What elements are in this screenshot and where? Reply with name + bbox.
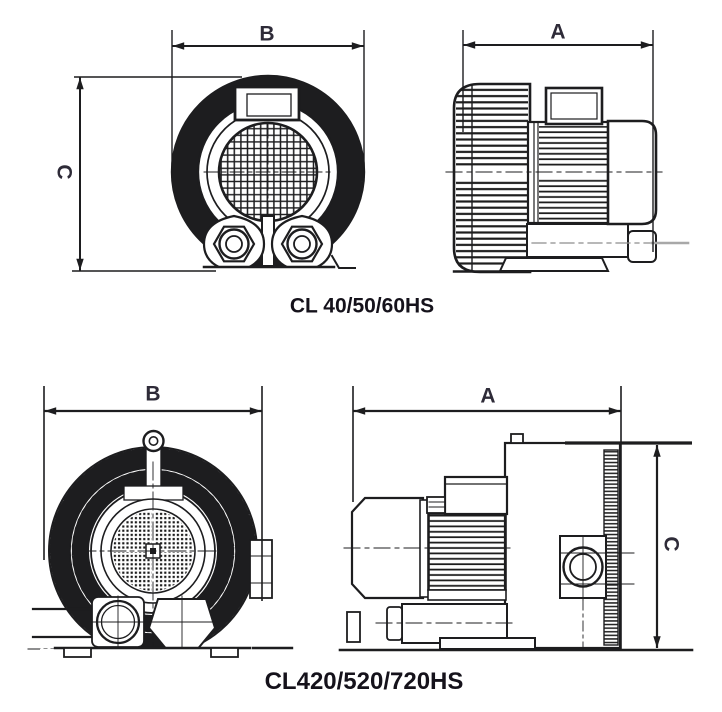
dimension-lines [43,30,692,649]
terminal-box-large [443,475,509,516]
dim-b-large-front [43,386,263,601]
cl420-side-view [338,433,694,652]
lifting-eyebolt [142,429,165,453]
inlet-pipes [31,607,98,639]
cl420-front-view [27,429,294,663]
dim-label-b-large-front: B [145,382,161,406]
dim-b-small-front [171,30,365,178]
base-plate [498,257,610,272]
caption-cl40-models: CL 40/50/60HS [289,294,435,318]
dim-a-small-side [462,30,654,252]
base-plate-large [439,637,536,650]
dim-label-b-small-front: B [259,22,275,46]
silencer-block [526,223,629,258]
cl40-front-view [170,74,366,280]
dim-a-large-side [352,386,622,649]
dim-label-c-small-front: C [52,164,76,180]
cl40-side-view [445,82,690,274]
dim-label-a-large-side: A [480,384,496,408]
side-flange-tab [249,539,273,599]
dim-label-a-small-side: A [550,20,566,44]
caption-cl420-models: CL420/520/720HS [264,668,464,695]
foot-right [210,647,239,658]
outlet-port-side [627,230,657,263]
dim-label-c-large-side: C [659,536,683,552]
foot-left [63,647,92,658]
dim-c-large-side [565,441,692,648]
motor-body-large [427,513,507,591]
dim-c-small-front [72,76,242,272]
